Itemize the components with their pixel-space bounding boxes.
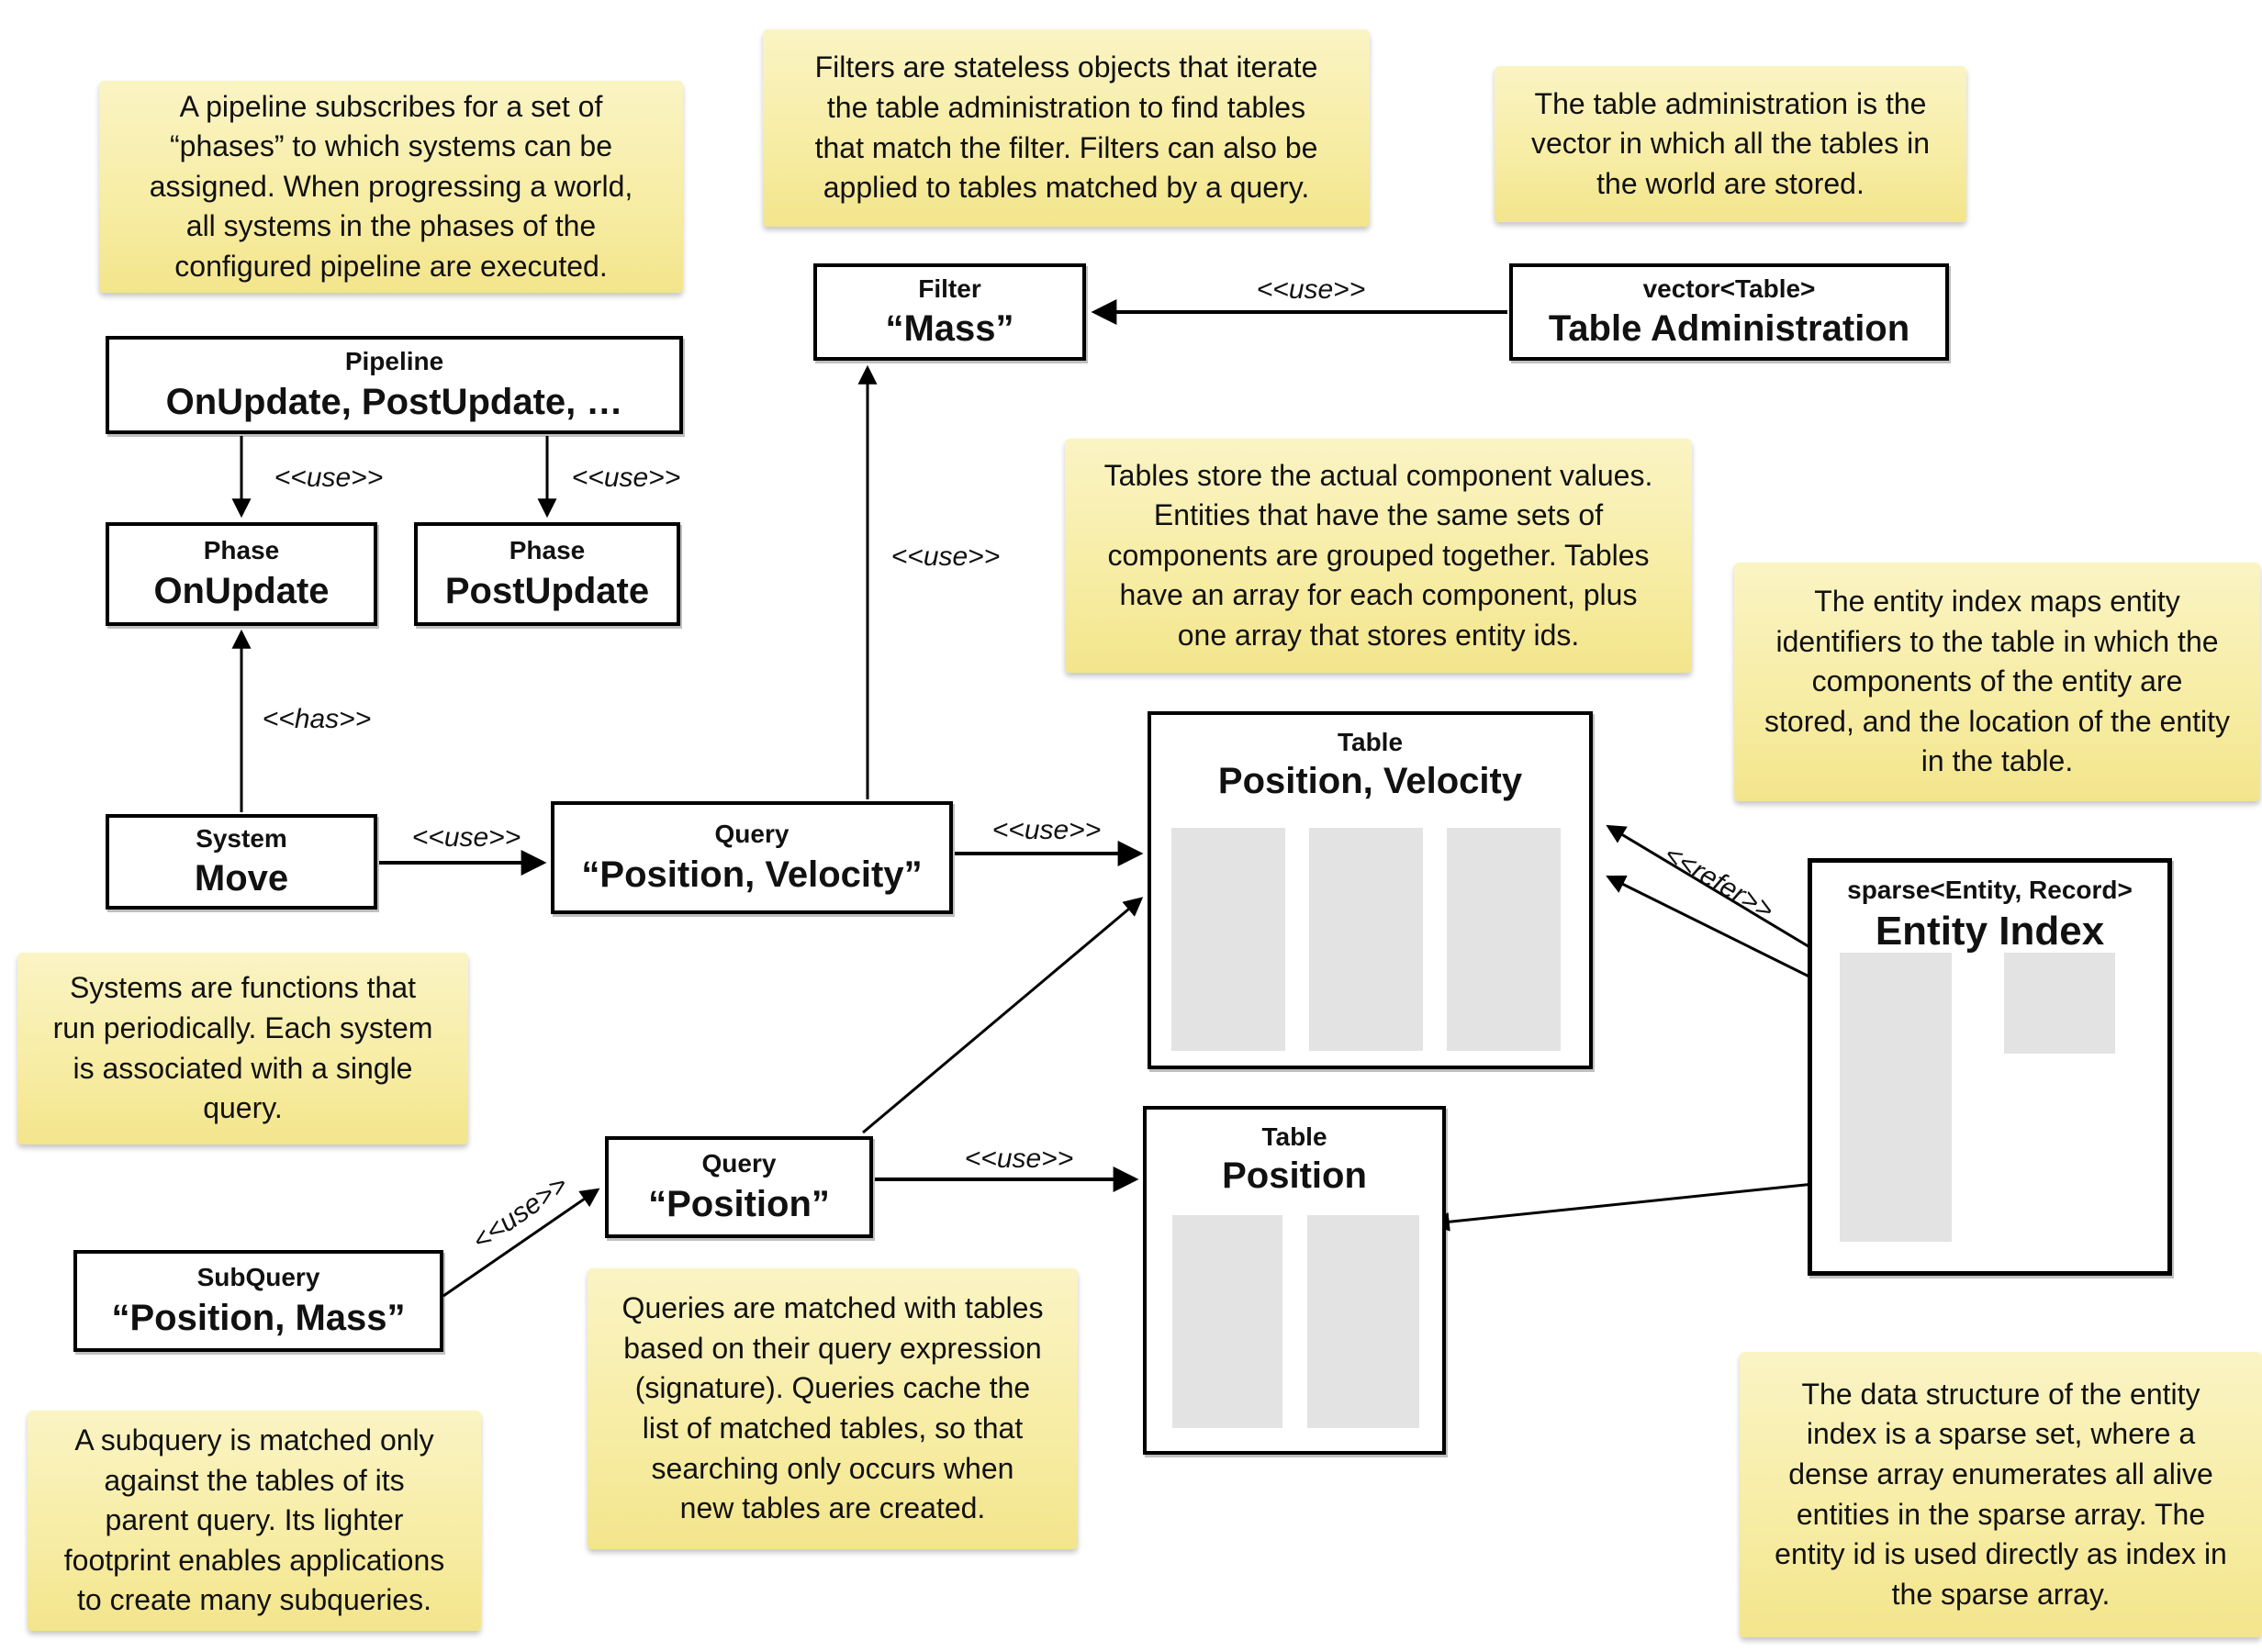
- arrow-entityindex-tablepos: [1429, 1179, 1842, 1232]
- box-phase-postupdate: Phase PostUpdate: [414, 522, 680, 626]
- entity-index-sparse-array: [1840, 953, 1952, 1242]
- box-query-position-velocity-value: “Position, Velocity”: [581, 854, 923, 895]
- box-subquery-position-mass-value: “Position, Mass”: [111, 1297, 406, 1338]
- note-table-administration: The table administration is the vector i…: [1495, 66, 1966, 222]
- note-systems: Systems are functions that run periodica…: [17, 953, 468, 1144]
- box-table-administration: vector<Table> Table Administration: [1509, 263, 1949, 361]
- note-sparse-set: The data structure of the entity index i…: [1740, 1352, 2262, 1637]
- note-filters: Filters are stateless objects that itera…: [763, 29, 1370, 227]
- box-entity-index: sparse<Entity, Record> Entity Index: [1808, 858, 2172, 1276]
- edge-label-use-admin-filter: <<use>>: [1256, 274, 1366, 305]
- box-system-move-value: Move: [194, 858, 289, 899]
- edge-label-use-subquery-querypos: <<use>>: [466, 1169, 574, 1257]
- table-position-column-2: [1307, 1215, 1419, 1428]
- note-queries: Queries are matched with tables based on…: [588, 1268, 1078, 1549]
- note-entity-index: The entity index maps entity identifiers…: [1734, 563, 2260, 801]
- box-filter-mass-title: Filter: [918, 273, 981, 303]
- table-position-velocity-column-1: [1171, 828, 1285, 1051]
- edge-label-use-querypos-tablepos: <<use>>: [964, 1144, 1074, 1174]
- edge-label-use-system-query: <<use>>: [411, 822, 521, 853]
- box-table-administration-title: vector<Table>: [1642, 273, 1816, 303]
- box-query-position-velocity-title: Query: [714, 820, 789, 849]
- box-query-position-title: Query: [701, 1149, 777, 1178]
- box-filter-mass-value: “Mass”: [885, 308, 1014, 350]
- box-query-position-velocity: Query “Position, Velocity”: [551, 801, 953, 914]
- note-pipeline: A pipeline subscribes for a set of “phas…: [99, 81, 683, 293]
- box-pipeline-value: OnUpdate, PostUpdate, …: [165, 381, 623, 422]
- note-tables: Tables store the actual component values…: [1065, 439, 1692, 673]
- box-phase-onupdate-title: Phase: [203, 536, 280, 565]
- box-pipeline-title: Pipeline: [344, 347, 444, 376]
- box-table-administration-value: Table Administration: [1548, 308, 1910, 350]
- entity-index-dense-array: [2004, 953, 2115, 1054]
- box-phase-postupdate-title: Phase: [509, 536, 586, 565]
- table-position-velocity-column-3: [1447, 828, 1561, 1051]
- box-table-position-velocity-value: Position, Velocity: [1217, 761, 1523, 801]
- table-position-velocity-column-2: [1309, 828, 1423, 1051]
- box-table-position-value: Position: [1222, 1155, 1367, 1196]
- edge-label-use-query-filter: <<use>>: [890, 541, 1001, 572]
- box-system-move-title: System: [196, 823, 287, 853]
- edge-label-use-pipeline-onupdate: <<use>>: [274, 463, 384, 493]
- note-subquery: A subquery is matched only against the t…: [28, 1411, 481, 1631]
- box-filter-mass: Filter “Mass”: [813, 263, 1086, 361]
- box-system-move: System Move: [106, 814, 377, 910]
- box-subquery-position-mass-title: SubQuery: [196, 1263, 320, 1292]
- box-query-position: Query “Position”: [605, 1136, 873, 1238]
- table-position-column-1: [1172, 1215, 1282, 1428]
- box-entity-index-value: Entity Index: [1875, 909, 2105, 954]
- box-pipeline: Pipeline OnUpdate, PostUpdate, …: [106, 336, 683, 434]
- box-table-position: Table Position: [1143, 1106, 1446, 1455]
- box-entity-index-title: sparse<Entity, Record>: [1847, 876, 2133, 904]
- box-table-position-velocity-title: Table: [1337, 728, 1404, 756]
- box-phase-postupdate-value: PostUpdate: [444, 570, 650, 611]
- box-phase-onupdate-value: OnUpdate: [153, 570, 330, 611]
- box-table-position-title: Table: [1261, 1122, 1327, 1151]
- arrow-querypos-tablepv: [862, 897, 1144, 1134]
- box-subquery-position-mass: SubQuery “Position, Mass”: [73, 1250, 443, 1352]
- edge-label-has-system-phase: <<has>>: [262, 704, 372, 734]
- edge-label-use-querypv-tablepv: <<use>>: [991, 815, 1102, 845]
- box-table-position-velocity: Table Position, Velocity: [1148, 711, 1593, 1069]
- box-query-position-value: “Position”: [648, 1183, 830, 1224]
- edge-label-refer-entityindex-tablepv: <<refer>>: [1658, 839, 1779, 926]
- box-phase-onupdate: Phase OnUpdate: [106, 522, 377, 626]
- edge-label-use-pipeline-postupdate: <<use>>: [571, 463, 681, 493]
